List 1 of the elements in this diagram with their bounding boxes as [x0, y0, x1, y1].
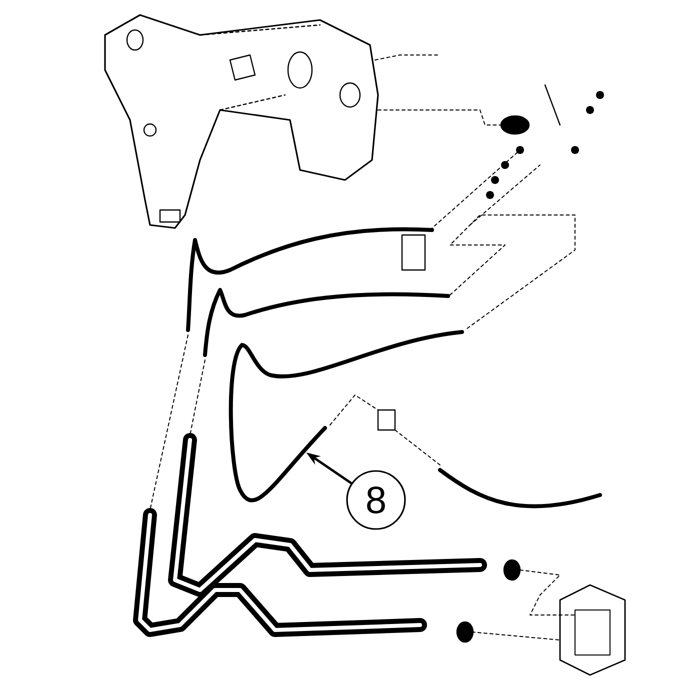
- callout-number: 8: [346, 470, 406, 530]
